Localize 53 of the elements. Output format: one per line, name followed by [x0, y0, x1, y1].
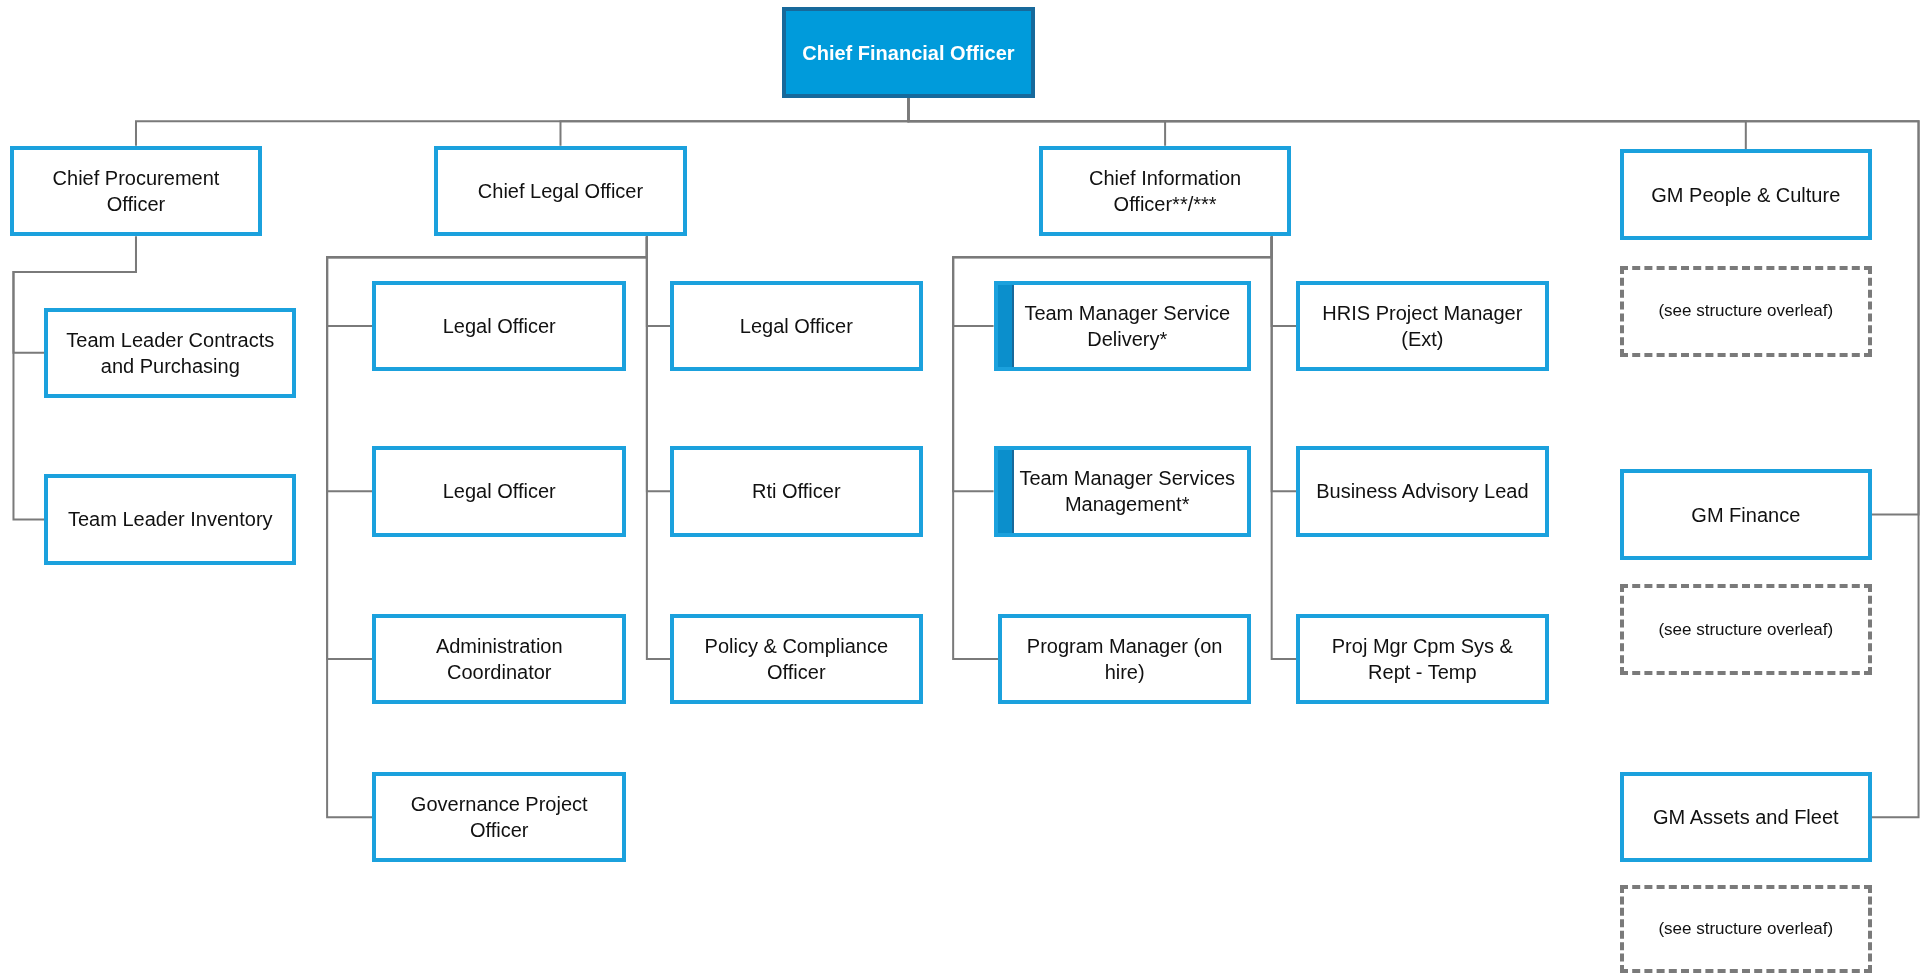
position-box — [9, 145, 263, 237]
position-title: GM Assets and Fleet — [1652, 805, 1839, 831]
connector-line — [12, 235, 137, 521]
position-title: Chief Legal Officer — [477, 179, 644, 205]
position-title: GM Finance — [1691, 502, 1801, 528]
position-title: Team Manager Services Management* — [1018, 466, 1237, 518]
position-box — [372, 613, 627, 705]
position-box — [1296, 280, 1549, 372]
position-title: Legal Officer — [442, 313, 556, 339]
position-title: Proj Mgr Cpm Sys & Rept - Temp — [1330, 634, 1514, 686]
position-title: Team Leader Inventory — [68, 507, 273, 533]
position-title: Chief Procurement Officer — [51, 166, 221, 218]
position-title: HRIS Project Manager (Ext) — [1321, 300, 1524, 352]
position-box — [44, 474, 297, 565]
position-title: (see structure overleaf) — [1658, 300, 1834, 323]
position-box — [993, 280, 1251, 372]
position-box — [670, 280, 923, 372]
position-box — [993, 445, 1251, 537]
position-box — [372, 445, 627, 537]
connector-line — [1270, 235, 1298, 661]
position-box — [1619, 149, 1872, 241]
placeholder-box — [1619, 884, 1872, 973]
position-box — [670, 613, 923, 705]
position-title: Legal Officer — [739, 313, 853, 339]
position-title: Administration Coordinator — [434, 634, 564, 686]
position-title: Governance Project Officer — [409, 792, 589, 844]
position-title: (see structure overleaf) — [1658, 618, 1834, 641]
position-title: Chief Information Officer**/*** — [1087, 166, 1243, 218]
position-box — [372, 280, 627, 372]
connector-line — [645, 235, 672, 661]
position-title: Program Manager (on hire) — [1025, 634, 1224, 686]
position-box — [1038, 145, 1292, 237]
position-box — [44, 307, 297, 399]
placeholder-box — [1619, 584, 1872, 676]
position-title: Team Manager Service Delivery* — [1023, 300, 1232, 352]
position-box — [670, 445, 923, 537]
placeholder-box — [1619, 265, 1872, 357]
position-title: Business Advisory Lead — [1316, 479, 1529, 505]
position-title: Policy & Compliance Officer — [703, 634, 890, 686]
position-box — [781, 7, 1036, 98]
position-box — [1296, 613, 1549, 705]
position-title: Chief Financial Officer — [802, 40, 1015, 66]
position-box — [998, 613, 1251, 705]
position-box — [1296, 445, 1549, 537]
position-box — [433, 145, 688, 237]
position-title: GM People & Culture — [1651, 182, 1841, 208]
position-box — [1619, 771, 1872, 863]
position-box — [1619, 469, 1872, 560]
position-title: Team Leader Contracts and Purchasing — [65, 327, 276, 379]
position-box — [372, 771, 627, 863]
position-title: Legal Officer — [442, 479, 556, 505]
position-title: Rti Officer — [752, 479, 841, 505]
position-title: (see structure overleaf) — [1658, 917, 1834, 940]
